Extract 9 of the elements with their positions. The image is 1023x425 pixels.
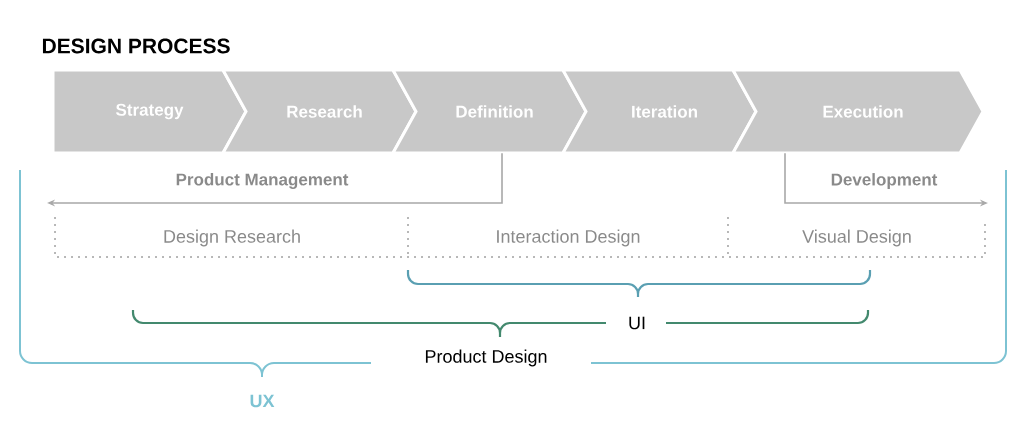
text-label: UI	[629, 316, 645, 330]
text-label: UX	[250, 394, 275, 408]
edge-label: Product Management	[176, 173, 349, 189]
edge-label: Development	[831, 173, 938, 189]
text-label: Product Design	[425, 349, 547, 367]
text-label: Interaction Design	[497, 229, 640, 247]
text-label: Design Research	[164, 229, 300, 247]
title: DESIGN PROCESS	[42, 38, 230, 54]
text-label: Visual Design	[802, 229, 911, 247]
